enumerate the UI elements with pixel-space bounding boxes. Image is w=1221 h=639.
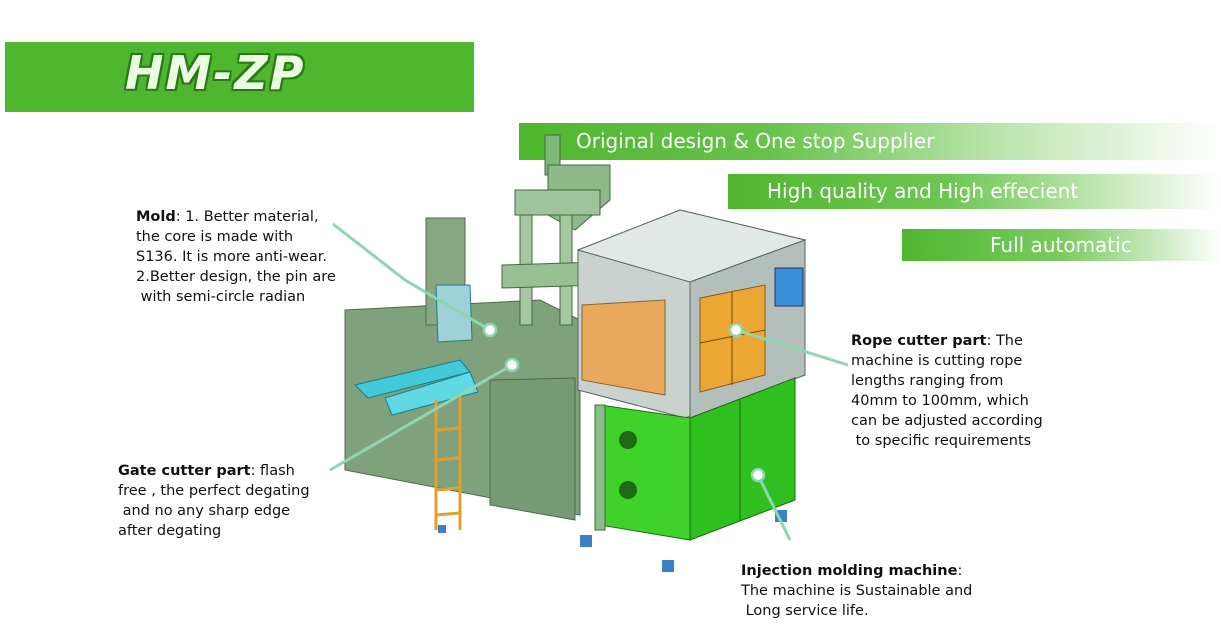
feature-banner-design: Original design & One stop Supplier <box>519 123 1221 160</box>
mold-heading: Mold <box>136 209 176 225</box>
rope-cutter-text: : The machine is cutting rope lengths ra… <box>851 333 1043 449</box>
mold-callout: Mold: 1. Better material, the core is ma… <box>136 187 336 307</box>
mold-text: : 1. Better material, the core is made w… <box>136 209 336 305</box>
conveyor-trays <box>354 284 479 416</box>
rope-cutter-callout: Rope cutter part: The machine is cutting… <box>851 311 1043 451</box>
feature-banner-automatic: Full automatic <box>902 229 1221 261</box>
product-title: HM-ZP <box>125 46 306 100</box>
machine-frame <box>344 217 581 521</box>
injection-callout: Injection molding machine: The machine i… <box>741 541 972 621</box>
gate-cutter-callout: Gate cutter part: flash free , the perfe… <box>118 441 310 541</box>
leader-lines <box>329 222 849 541</box>
injection-heading: Injection molding machine <box>741 563 958 579</box>
gate-cutter-text: : flash free , the perfect degating and … <box>118 463 310 539</box>
title-banner: HM-ZP <box>5 42 474 112</box>
rope-cutter-housing <box>576 209 807 419</box>
injection-tower <box>501 134 611 326</box>
ladder <box>434 395 462 530</box>
rope-cutter-heading: Rope cutter part <box>851 333 987 349</box>
feature-banner-quality: High quality and High effecient <box>728 174 1221 209</box>
gate-cutter-heading: Gate cutter part <box>118 463 251 479</box>
injection-text: : The machine is Sustainable and Long se… <box>741 563 973 619</box>
